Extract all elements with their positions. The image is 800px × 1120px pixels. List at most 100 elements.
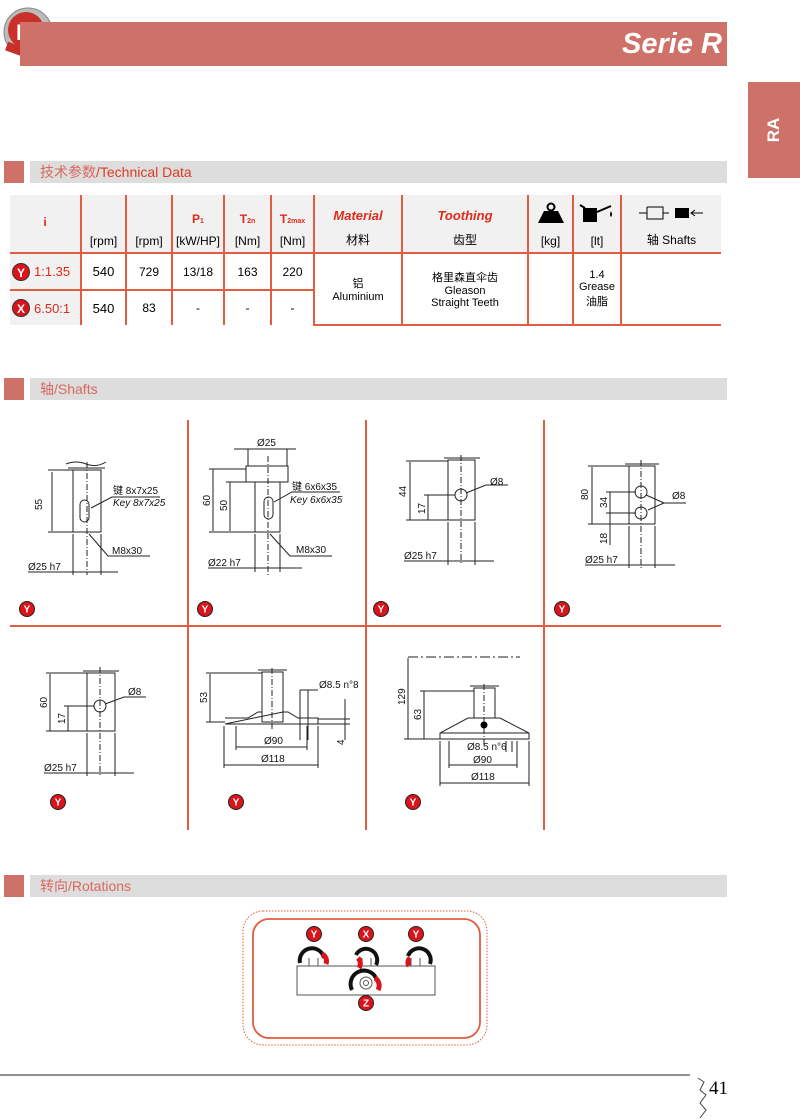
cell-weight — [527, 253, 574, 326]
dim-label: 60 — [202, 494, 213, 506]
key-label-en: Key 8x7x25 — [113, 498, 166, 509]
diameter-label: Ø90 — [264, 736, 283, 747]
section-marker — [4, 875, 24, 897]
gear-outline-icon — [697, 1077, 707, 1119]
dim-label: 17 — [417, 502, 428, 514]
dim-label: 4 — [336, 739, 347, 745]
shaft-badge: Y — [554, 601, 570, 617]
cell-n2: 729 — [125, 253, 173, 291]
cell-p1: - — [171, 290, 225, 325]
header-p1: P1[kW/HP] — [171, 195, 225, 254]
ratio-value: 6.50:1 — [34, 300, 71, 316]
holes-label: Ø8.5 n°6 — [467, 742, 507, 753]
rotations-diagram — [242, 910, 488, 1046]
section-marker — [4, 161, 24, 183]
rotation-badge-z: Z — [358, 995, 374, 1011]
svg-text:Y: Y — [559, 605, 566, 616]
shaft-badge: Y — [228, 794, 244, 810]
section-shafts: 轴/Shafts — [30, 378, 727, 400]
dim-label: 63 — [413, 708, 424, 720]
cell-n1: 540 — [80, 290, 127, 325]
table-header-row: i [rpm] [rpm] P1[kW/HP] T2n[Nm] T2max[Nm… — [10, 195, 721, 254]
key-label-zh: 键 8x7x25 — [113, 484, 158, 497]
shaft-drawing-7 — [404, 656, 530, 786]
dim-label: 18 — [599, 532, 610, 544]
shaft-badge: Y — [405, 794, 421, 810]
header-n2: [rpm] — [125, 195, 173, 254]
header-weight: [kg] — [527, 195, 574, 254]
thread-label: M8x30 — [112, 546, 142, 557]
header-i: i — [43, 214, 47, 229]
svg-text:Y: Y — [24, 605, 31, 616]
holes-label: Ø8.5 n°8 — [319, 680, 359, 691]
shaft-icon — [638, 206, 703, 220]
dim-label: 17 — [57, 712, 68, 724]
shaft-grid — [10, 420, 721, 830]
shaft-drawing-1 — [28, 461, 160, 575]
dim-label: 129 — [397, 688, 408, 705]
header-oil: [lt] — [572, 195, 622, 254]
diameter-label: Ø90 — [473, 755, 492, 766]
section-title-en: /Rotations — [68, 878, 132, 894]
dim-label: 34 — [599, 496, 610, 508]
diameter-label: Ø22 h7 — [208, 558, 241, 569]
svg-text:Y: Y — [55, 798, 62, 809]
cell-n1: 540 — [80, 253, 127, 291]
rotation-badge-y: Y — [306, 926, 322, 942]
shaft-drawing-4 — [585, 460, 686, 570]
diameter-label: Ø118 — [261, 754, 285, 765]
page-number: 41 — [709, 1078, 728, 1099]
key-label-zh: 键 6x6x35 — [292, 480, 337, 493]
header-n1: [rpm] — [80, 195, 127, 254]
hole-label: Ø8 — [490, 477, 504, 488]
dim-label: 80 — [580, 488, 591, 500]
shaft-badge: Y — [197, 601, 213, 617]
diameter-label: Ø25 h7 — [585, 555, 618, 566]
shaft-drawing-6 — [206, 668, 350, 768]
rotation-badge-y: Y — [408, 926, 424, 942]
ratio-badge: X — [12, 299, 30, 317]
svg-text:X: X — [363, 930, 370, 941]
dim-label: 44 — [398, 485, 409, 497]
section-title-zh: 转向 — [40, 878, 68, 894]
section-technical-data: 技术参数/Technical Data — [30, 161, 727, 183]
section-title-zh: 轴 — [40, 381, 54, 397]
diameter-label: Ø25 h7 — [44, 763, 77, 774]
cell-t2n: 163 — [223, 253, 272, 291]
ratio-badge: Y — [12, 262, 30, 281]
ratio-value: 1:1.35 — [34, 264, 71, 279]
series-tab[interactable]: RA — [748, 82, 800, 178]
key-label-en: Key 6x6x35 — [290, 495, 343, 506]
header-band — [20, 22, 727, 66]
diameter-label: Ø25 — [257, 438, 276, 449]
series-title: Serie R — [622, 28, 722, 60]
dim-label: 60 — [39, 696, 50, 708]
weight-icon — [537, 202, 564, 223]
oil-can-icon — [579, 204, 612, 222]
shaft-badge: Y — [19, 601, 35, 617]
header-shafts: 轴 Shafts — [620, 195, 721, 254]
technical-data-table: i [rpm] [rpm] P1[kW/HP] T2n[Nm] T2max[Nm… — [10, 195, 721, 326]
dim-label: 50 — [219, 499, 230, 511]
diameter-label: Ø25 h7 — [28, 562, 61, 573]
svg-text:Y: Y — [410, 798, 417, 809]
cell-t2max: 220 — [270, 253, 315, 291]
section-title-en: /Shafts — [54, 381, 98, 397]
shaft-badge: Y — [50, 794, 66, 810]
section-title-zh: 技术参数 — [40, 164, 96, 180]
hole-label: Ø8 — [128, 687, 142, 698]
shaft-drawing-5 — [44, 667, 146, 776]
hole-label: Ø8 — [672, 491, 686, 502]
svg-text:Y: Y — [233, 798, 240, 809]
shaft-badge: Y — [373, 601, 389, 617]
pin-hole — [480, 721, 488, 729]
svg-text:Y: Y — [413, 930, 420, 941]
svg-text:Y: Y — [378, 605, 385, 616]
dim-label: 55 — [34, 498, 45, 510]
